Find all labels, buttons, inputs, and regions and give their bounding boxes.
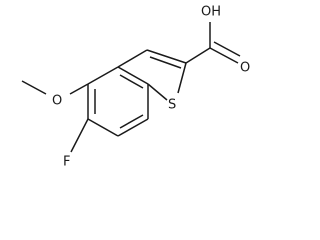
thiophene-ring bbox=[117, 49, 187, 101]
bond-c3a-c7a-inner bbox=[119, 74, 144, 89]
bond-c6-c5 bbox=[87, 118, 119, 137]
bond-c3-c2 bbox=[146, 49, 187, 64]
chemical-structure-drawing: OH O S O F bbox=[21, 5, 250, 170]
bond-c3a-c7a bbox=[117, 66, 149, 85]
bond-c7-c6 bbox=[117, 118, 149, 137]
atom-label-carbonyl-o: O bbox=[240, 61, 250, 76]
atom-label-oh: OH bbox=[201, 5, 221, 20]
carboxylic-acid-group bbox=[185, 22, 241, 64]
atom-label-sulfur: S bbox=[168, 98, 176, 113]
atom-label-methoxy-o: O bbox=[52, 94, 62, 109]
bond-cooh-double-o-1 bbox=[209, 47, 239, 64]
bond-c3-c2-inner bbox=[149, 56, 182, 69]
structure-canvas: OH O S O F bbox=[21, 4, 251, 170]
atom-label-fluorine: F bbox=[63, 155, 70, 170]
bond-cooh-double-o-2 bbox=[213, 41, 241, 57]
bond-c3a-c3 bbox=[117, 49, 148, 68]
methoxy-group bbox=[21, 80, 89, 95]
bond-c7-c6-inner bbox=[119, 114, 144, 129]
bond-c6-f bbox=[70, 118, 89, 153]
bond-c2-cooh bbox=[185, 47, 211, 64]
bond-s-c7a bbox=[147, 83, 168, 101]
bond-o-ch3 bbox=[21, 80, 47, 95]
bond-c2-s bbox=[177, 62, 187, 94]
benzene-ring bbox=[87, 66, 149, 137]
bond-c5-o bbox=[69, 83, 89, 95]
bond-c4-c3a bbox=[87, 66, 119, 85]
